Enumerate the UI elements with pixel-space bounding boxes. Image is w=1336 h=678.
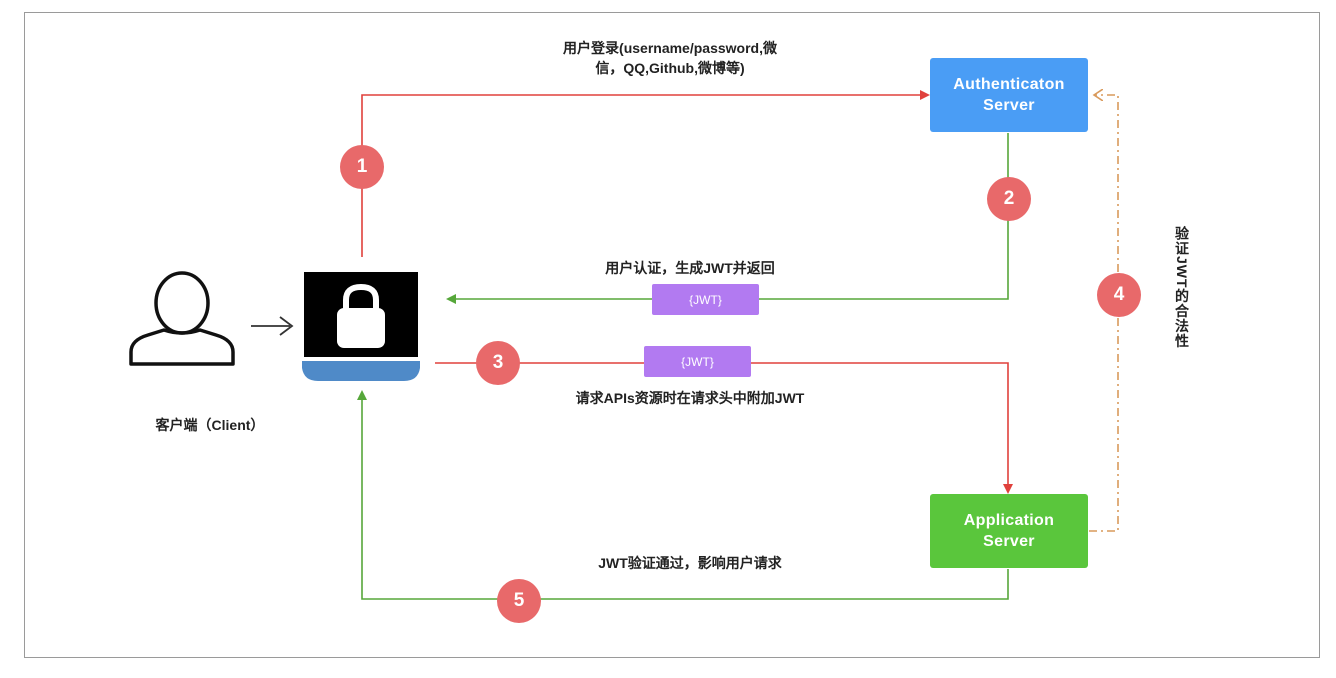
step-badge-1: 1 — [340, 145, 384, 189]
step-badge-5: 5 — [497, 579, 541, 623]
flow-line-request — [435, 362, 1013, 494]
auth-return-label: 用户认证，生成JWT并返回 — [605, 260, 775, 276]
diagram-frame — [24, 12, 1320, 658]
jwt-token-return: {JWT} — [652, 284, 759, 315]
laptop-lock-icon — [302, 272, 420, 381]
step-badge-4: 4 — [1097, 273, 1141, 317]
application-server: Application Server — [930, 494, 1088, 568]
login-label-line2: 信，QQ,Github,微博等) — [595, 60, 745, 76]
request-label: 请求APIs资源时在请求头中附加JWT — [575, 390, 805, 406]
step-badge-2: 2 — [987, 177, 1031, 221]
step-badge-3: 3 — [476, 341, 520, 385]
client-label: 客户端（Client） — [155, 417, 265, 433]
arrow-right-icon — [251, 316, 294, 336]
login-label-line1: 用户登录(username/password,微 — [563, 40, 777, 56]
flow-line-login — [361, 90, 930, 257]
jwt-token-request: {JWT} — [644, 346, 751, 377]
flow-line-response — [357, 390, 1009, 600]
authentication-server: Authenticaton Server — [930, 58, 1088, 132]
login-label: 用户登录(username/password,微 信，QQ,Github,微博等… — [520, 38, 820, 78]
response-label: JWT验证通过，影响用户请求 — [598, 555, 782, 571]
verify-label: 验证JWT的合法性 — [1174, 226, 1190, 349]
user-outline-icon — [129, 271, 235, 366]
